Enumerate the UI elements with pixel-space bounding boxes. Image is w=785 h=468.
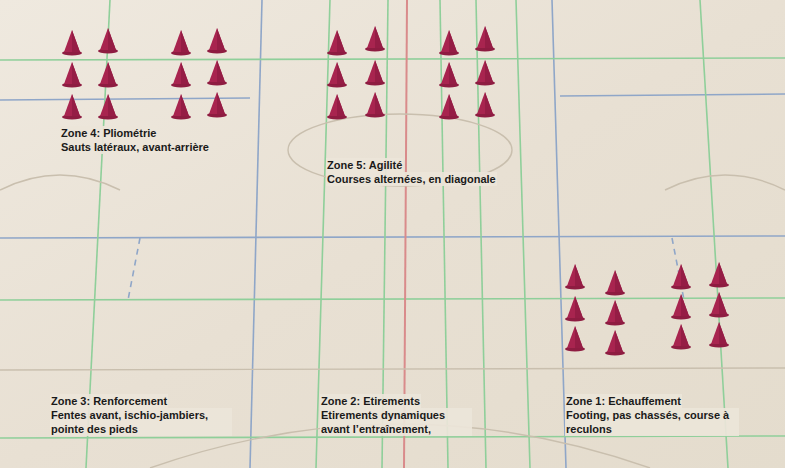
- zone-exercises: Fentes avant, ischio-jambiers, pointe de…: [50, 408, 232, 436]
- zone-exercises: Courses alternées, en diagonale: [326, 172, 497, 186]
- zone-title: Zone 1: Echauffement: [565, 394, 682, 408]
- zone-title: Zone 5: Agilité: [326, 158, 403, 172]
- zone-title: Zone 2: Etirements: [320, 394, 421, 408]
- zone-title: Zone 4: Pliométrie: [60, 126, 157, 140]
- zone-exercises: Etirements dynamiques avant l’entraîneme…: [320, 408, 472, 436]
- zone-title: Zone 3: Renforcement: [50, 394, 168, 408]
- zone-exercises: Sauts latéraux, avant-arrière: [60, 140, 210, 154]
- zone-exercises: Footing, pas chassés, course à reculons: [565, 408, 739, 436]
